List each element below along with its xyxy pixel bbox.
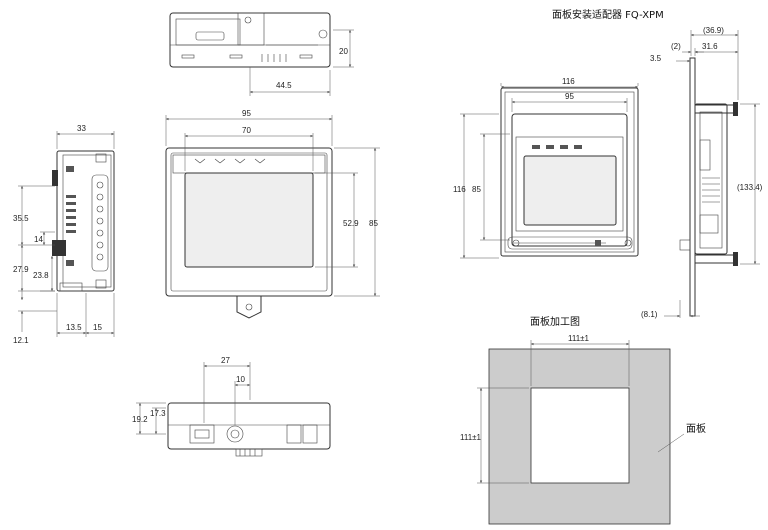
adapter-side-31-6-label: 31.6 [702, 42, 718, 51]
top-depth-label: 20 [339, 47, 348, 56]
bottom-17-3-label: 17.3 [150, 409, 166, 418]
panel-adapter-title: 面板安装适配器 FQ-XPM [552, 8, 664, 21]
adapter-outer-height-label: 116 [453, 185, 466, 194]
adapter-side-view [679, 57, 738, 317]
adapter-inner-width-label: 95 [565, 92, 574, 101]
side-15-label: 15 [93, 323, 102, 332]
panel-cutout-drawing: 111±1 111±1 面板 [460, 334, 706, 525]
adapter-side-2-label: (2) [671, 42, 681, 51]
adapter-side-8-1-label: (8.1) [641, 310, 658, 319]
panel-cutout-title: 面板加工图 [530, 315, 580, 328]
front-inner-width-label: 70 [242, 126, 251, 135]
top-offset-label: 44.5 [276, 81, 292, 90]
bottom-27-label: 27 [221, 356, 230, 365]
front-inner-height-label: 52.9 [343, 219, 359, 228]
adapter-inner-height-label: 85 [472, 185, 481, 194]
adapter-outer-width-label: 116 [562, 77, 575, 86]
side-27-9-label: 27.9 [13, 265, 29, 274]
side-13-5-label: 13.5 [66, 323, 82, 332]
front-outer-width-label: 95 [242, 109, 251, 118]
side-23-8-label: 23.8 [33, 271, 49, 280]
cutout-hole [530, 387, 630, 484]
bottom-10-label: 10 [236, 375, 245, 384]
panel-label: 面板 [686, 422, 706, 435]
cutout-width-label: 111±1 [568, 334, 590, 343]
adapter-side-36-9-label: (36.9) [703, 26, 724, 35]
side-35-5-label: 35.5 [13, 214, 29, 223]
adapter-side-133-4-label: (133.4) [737, 183, 763, 192]
adapter-front-view [500, 87, 639, 257]
adapter-side-3-5-label: 3.5 [650, 54, 662, 63]
side-12-1-label: 12.1 [13, 336, 29, 345]
front-height-label: 85 [369, 219, 378, 228]
cutout-height-label: 111±1 [460, 433, 482, 442]
bottom-19-2-label: 19.2 [132, 415, 148, 424]
side-14-label: 14 [34, 235, 43, 244]
side-view [52, 150, 115, 292]
bottom-view [167, 402, 331, 457]
front-view [165, 147, 333, 319]
top-view [169, 12, 331, 68]
side-depth-label: 33 [77, 124, 86, 133]
